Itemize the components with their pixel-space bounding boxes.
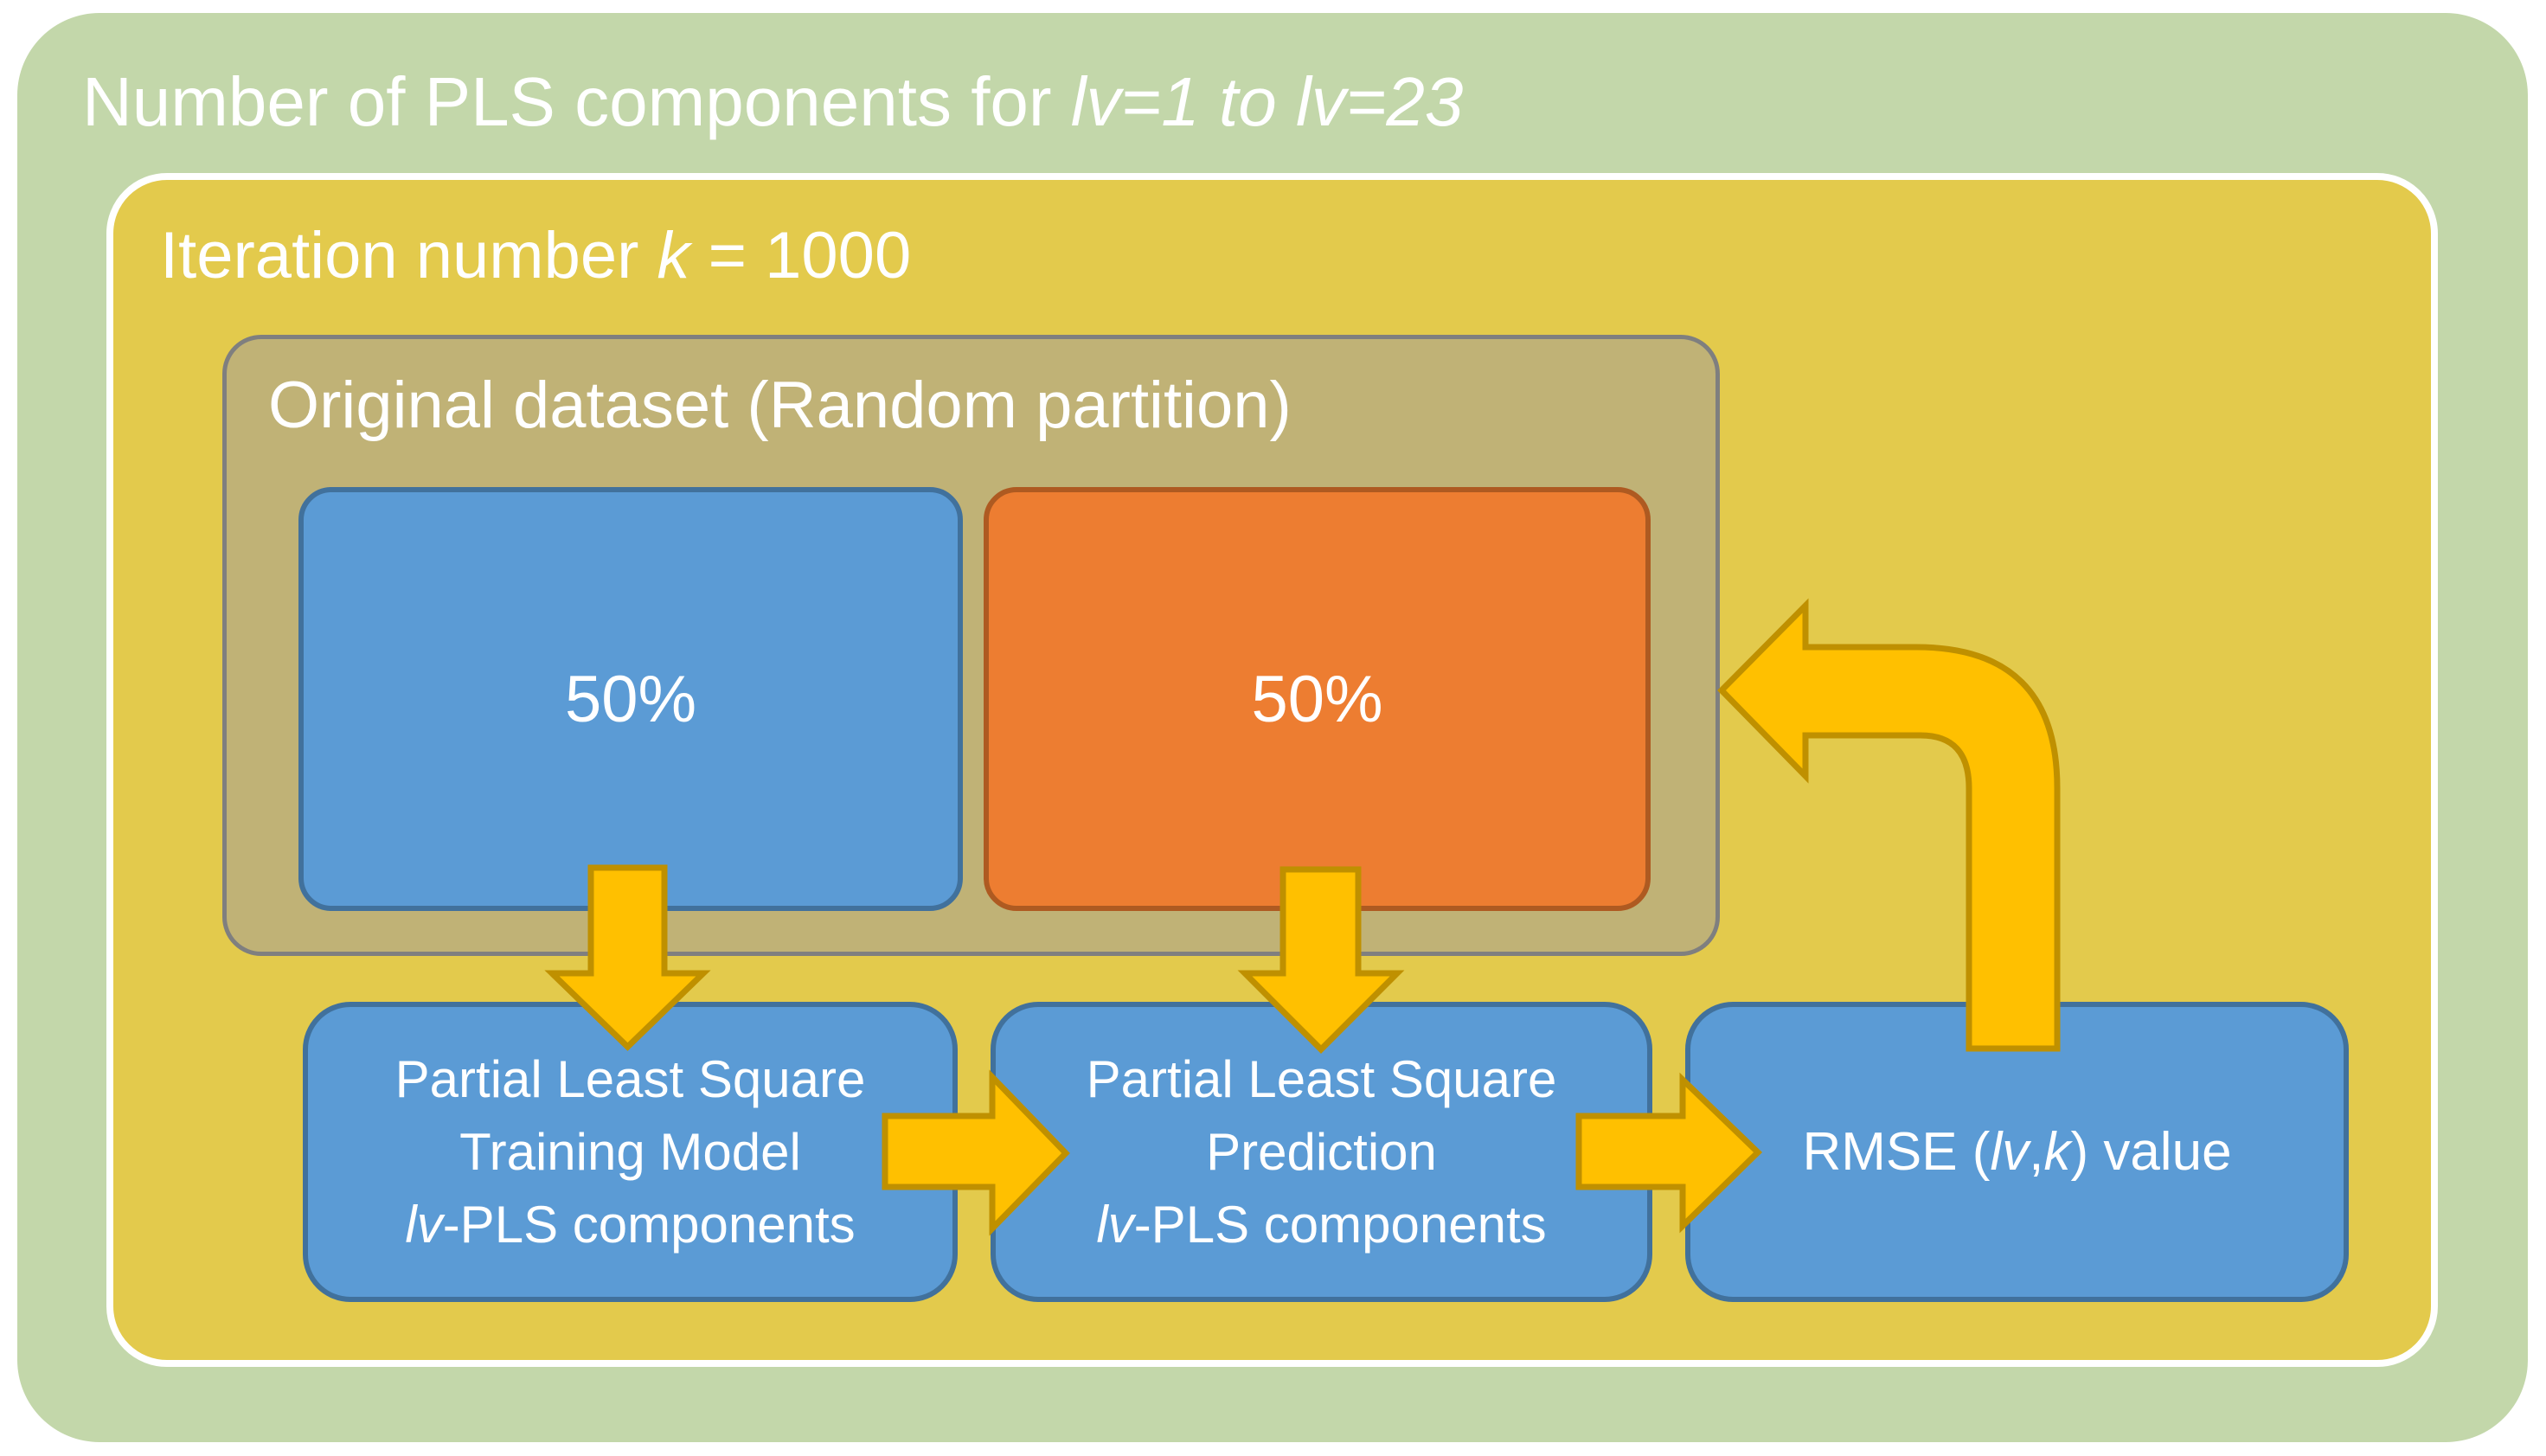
iteration-title-text: Iteration number bbox=[160, 219, 657, 292]
pls-training-model-box: Partial Least Square Training Model lv-P… bbox=[303, 1002, 958, 1302]
rmse-k-symbol: k bbox=[2043, 1121, 2071, 1182]
pls-training-line1: Partial Least Square bbox=[394, 1049, 866, 1108]
rmse-label-prefix: RMSE ( bbox=[1802, 1121, 1991, 1182]
rmse-label-comma: , bbox=[2029, 1121, 2044, 1182]
pls-training-lv-symbol: lv bbox=[405, 1195, 443, 1254]
prediction-split-value: 50% bbox=[1251, 662, 1383, 736]
outer-loop-title-range: lv=1 to lv=23 bbox=[1070, 63, 1464, 140]
rmse-lv-symbol: lv bbox=[1990, 1121, 2030, 1182]
pls-prediction-line1: Partial Least Square bbox=[1086, 1049, 1557, 1108]
prediction-split-box: 50% bbox=[984, 487, 1651, 911]
rmse-label-suffix: ) value bbox=[2070, 1121, 2232, 1182]
outer-loop-title-text: Number of PLS components for bbox=[82, 63, 1071, 140]
training-split-box: 50% bbox=[298, 487, 963, 911]
pls-prediction-lv-symbol: lv bbox=[1096, 1195, 1134, 1254]
pls-training-line2: Training Model bbox=[459, 1122, 801, 1181]
pls-prediction-box: Partial Least Square Prediction lv-PLS c… bbox=[991, 1002, 1652, 1302]
pls-training-line3: lv-PLS components bbox=[405, 1189, 855, 1261]
pls-training-line3-rest: -PLS components bbox=[442, 1195, 856, 1254]
rmse-label: RMSE (lv,k) value bbox=[1802, 1116, 2231, 1189]
pls-prediction-line3-rest: -PLS components bbox=[1133, 1195, 1547, 1254]
pls-prediction-line2: Prediction bbox=[1206, 1122, 1437, 1181]
original-dataset-title: Original dataset (Random partition) bbox=[268, 369, 1292, 442]
iteration-title: Iteration number k = 1000 bbox=[160, 218, 911, 293]
rmse-value-box: RMSE (lv,k) value bbox=[1685, 1002, 2349, 1302]
pls-prediction-line3: lv-PLS components bbox=[1096, 1189, 1546, 1261]
outer-loop-title: Number of PLS components for lv=1 to lv=… bbox=[82, 62, 1463, 142]
training-split-value: 50% bbox=[564, 662, 697, 736]
iteration-title-value: = 1000 bbox=[689, 219, 912, 292]
iteration-k-symbol: k bbox=[657, 219, 690, 292]
